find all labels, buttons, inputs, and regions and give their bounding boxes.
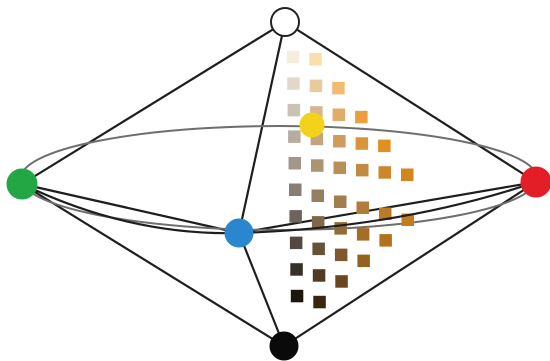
hue-nodes bbox=[6, 7, 550, 361]
color-swatch bbox=[289, 236, 303, 250]
color-swatch bbox=[311, 216, 325, 229]
color-swatch bbox=[356, 228, 370, 241]
yellow-hue-node bbox=[299, 112, 325, 138]
color-swatch bbox=[289, 210, 302, 223]
color-swatch bbox=[355, 137, 369, 150]
color-swatch bbox=[355, 110, 368, 124]
red-hue-node bbox=[520, 166, 550, 198]
blue-hue-node bbox=[224, 218, 254, 248]
color-swatch bbox=[401, 168, 414, 181]
color-swatch bbox=[290, 289, 304, 303]
edge-black-blue bbox=[237, 232, 286, 347]
color-swatch bbox=[356, 201, 369, 214]
white-pole-node bbox=[270, 7, 300, 37]
color-swatch bbox=[287, 77, 300, 90]
color-swatch bbox=[378, 139, 391, 153]
color-swatch bbox=[335, 275, 348, 288]
color-swatch bbox=[378, 166, 391, 179]
edge-white-blue bbox=[237, 21, 287, 234]
color-swatch bbox=[379, 207, 392, 220]
color-swatch bbox=[286, 50, 300, 64]
color-swatch bbox=[332, 81, 345, 95]
edge-green-blue bbox=[21, 182, 240, 235]
color-swatch bbox=[357, 254, 370, 268]
edge-white-red bbox=[284, 21, 537, 183]
color-swatch bbox=[333, 135, 346, 148]
color-swatch bbox=[356, 163, 369, 177]
color-swatch bbox=[334, 248, 348, 262]
color-swatch bbox=[287, 103, 301, 117]
color-swatch bbox=[289, 183, 302, 196]
color-swatch bbox=[313, 295, 326, 309]
edge-white-green bbox=[21, 21, 286, 185]
color-swatch bbox=[312, 269, 326, 282]
edge-black-red bbox=[283, 181, 537, 347]
green-hue-node bbox=[6, 168, 38, 200]
color-swatch bbox=[288, 157, 301, 170]
color-swatch bbox=[311, 189, 324, 202]
color-swatch bbox=[311, 159, 324, 172]
color-swatch bbox=[333, 161, 346, 175]
swatch-grid bbox=[286, 50, 414, 309]
color-swatch bbox=[379, 234, 392, 247]
color-swatch bbox=[332, 108, 346, 121]
color-swatch bbox=[312, 242, 325, 256]
cone-edges bbox=[21, 21, 537, 347]
color-swatch bbox=[309, 53, 322, 66]
edge-black-green bbox=[21, 183, 285, 347]
color-swatch bbox=[290, 263, 303, 276]
color-swatch bbox=[288, 130, 301, 143]
color-swatch bbox=[334, 195, 347, 208]
black-pole-node bbox=[269, 331, 299, 361]
color-swatch bbox=[309, 79, 323, 93]
